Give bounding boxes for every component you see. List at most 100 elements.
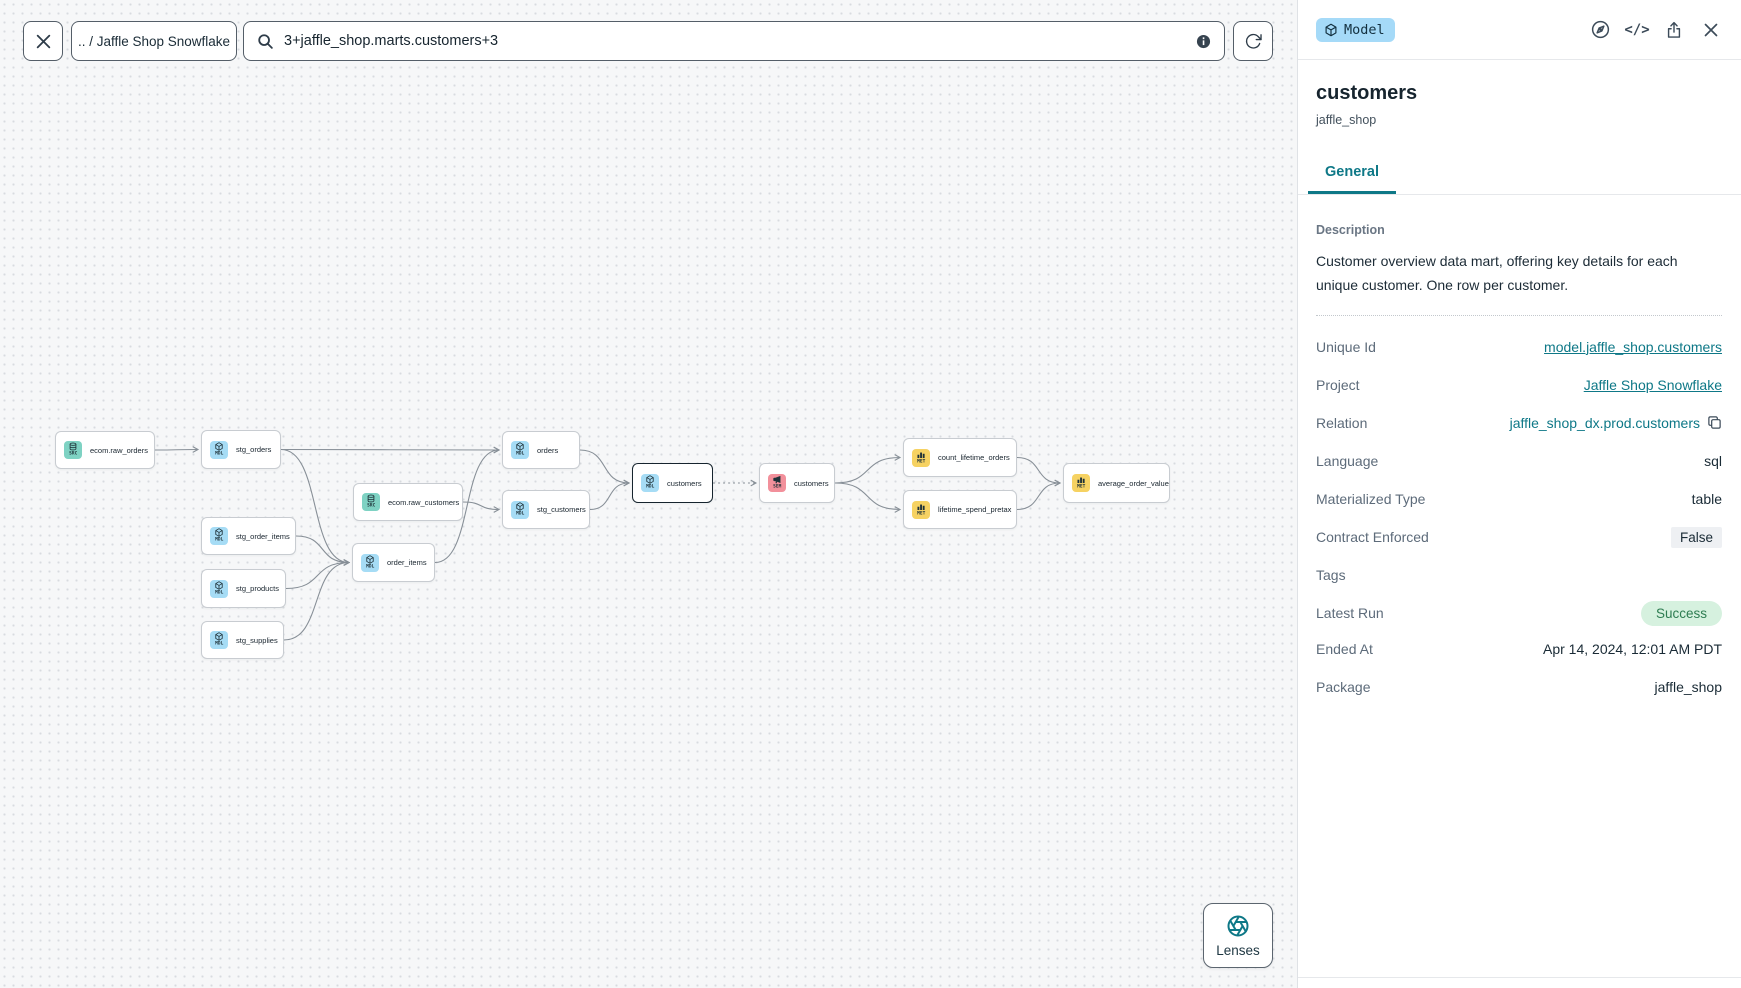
node-kind-label: MDL: [645, 483, 655, 489]
src-node-icon: SRC: [64, 441, 82, 459]
panel-header: Model </>: [1298, 0, 1741, 60]
lineage-edges: [154, 446, 1062, 641]
status-badge: False: [1670, 526, 1722, 548]
graph-node-orders[interactable]: MDL orders: [502, 431, 580, 469]
graph-node-order_items[interactable]: MDL order_items: [352, 543, 435, 582]
node-label: orders: [537, 445, 559, 455]
lineage-search-box[interactable]: [243, 21, 1225, 61]
copy-icon[interactable]: [1707, 415, 1722, 430]
refresh-lineage-button[interactable]: [1233, 21, 1273, 61]
tab-general[interactable]: General: [1308, 153, 1396, 194]
model-cube-icon: [1325, 23, 1337, 36]
edge-stg_supplies-order_items: [283, 559, 351, 641]
close-icon: [36, 34, 50, 48]
mdl-node-icon: MDL: [511, 441, 529, 459]
dotted-divider: [1316, 314, 1722, 316]
node-kind-label: MET: [916, 509, 926, 515]
edge-stg_customers-customers: [589, 479, 631, 511]
node-kind-label: MDL: [214, 588, 224, 594]
page-title: customers: [1316, 82, 1418, 104]
lenses-button[interactable]: Lenses: [1203, 903, 1273, 968]
mdl-node-icon: MDL: [210, 440, 228, 459]
mdl-node-icon: MDL: [511, 500, 529, 519]
search-icon: [258, 33, 273, 49]
field-value[interactable]: Jaffle Shop Snowflake: [1583, 376, 1722, 393]
field-label: Relation: [1316, 414, 1368, 431]
share-button[interactable]: [1662, 18, 1686, 42]
node-label: stg_order_items: [236, 531, 290, 541]
panel-footer-divider: [1298, 977, 1741, 988]
field-label: Tags: [1316, 566, 1346, 583]
node-label: customers: [667, 478, 702, 488]
resource-type-label: Model: [1344, 21, 1385, 38]
explore-lineage-button[interactable]: [1588, 18, 1612, 42]
node-label: stg_supplies: [236, 635, 278, 645]
run-status-badge: Success: [1640, 600, 1722, 626]
node-kind-label: MDL: [214, 449, 224, 455]
compass-icon: [1591, 20, 1609, 39]
field-row-tags: Tags: [1316, 567, 1722, 583]
field-row-language: Language sql: [1316, 453, 1722, 469]
mdl-node-icon: MDL: [210, 631, 228, 649]
field-label: Language: [1316, 452, 1379, 469]
description-label: Description: [1316, 223, 1385, 237]
graph-node-raw_orders[interactable]: SRC ecom.raw_orders: [55, 431, 155, 469]
lenses-label: Lenses: [1216, 942, 1260, 958]
graph-node-customers[interactable]: MDL customers: [632, 463, 713, 503]
edge-count_lifetime_orders-average_order_value: [1016, 456, 1062, 487]
node-kind-label: MDL: [214, 536, 224, 542]
edge-raw_orders-stg_orders: [154, 446, 200, 453]
node-kind-label: MDL: [515, 450, 525, 456]
view-code-button[interactable]: </>: [1624, 18, 1649, 42]
close-lineage-button[interactable]: [23, 21, 63, 61]
node-kind-label: MDL: [515, 509, 525, 515]
graph-node-stg_supplies[interactable]: MDL stg_supplies: [201, 621, 284, 659]
met-node-icon: MET: [1072, 474, 1090, 492]
edge-stg_orders-orders: [280, 446, 501, 454]
edge-order_items-orders: [434, 446, 501, 564]
field-label: Materialized Type: [1316, 490, 1426, 507]
panel-tabs: General: [1298, 153, 1741, 195]
breadcrumb[interactable]: .. / Jaffle Shop Snowflake: [71, 21, 237, 61]
graph-node-stg_order_items[interactable]: MDL stg_order_items: [201, 517, 296, 555]
node-kind-label: MET: [1076, 483, 1086, 489]
edge-orders-customers: [579, 449, 631, 487]
search-input[interactable]: [284, 33, 1186, 49]
resource-type-badge: Model: [1316, 17, 1395, 42]
details-panel: Model </>: [1297, 0, 1741, 988]
node-kind-label: SEM: [772, 483, 782, 489]
field-label: Ended At: [1316, 640, 1373, 657]
package-subtitle: jaffle_shop: [1316, 113, 1377, 127]
share-icon: [1667, 21, 1681, 38]
node-label: order_items: [387, 558, 427, 567]
field-value[interactable]: model.jaffle_shop.customers: [1544, 338, 1722, 355]
node-kind-label: MDL: [214, 640, 224, 646]
field-label: Package: [1316, 678, 1371, 695]
field-value: sql: [1704, 452, 1722, 469]
edge-lifetime_spend_pretax-average_order_value: [1016, 479, 1062, 511]
src-node-icon: SRC: [362, 493, 380, 511]
node-kind-label: MDL: [365, 562, 375, 568]
node-label: ecom.raw_orders: [90, 445, 148, 455]
sem-node-icon: SEM: [768, 474, 786, 492]
info-icon[interactable]: [1196, 34, 1211, 49]
edge-stg_products-order_items: [285, 559, 351, 590]
edge-stg_order_items-order_items: [295, 535, 351, 566]
close-panel-button[interactable]: [1699, 18, 1723, 42]
